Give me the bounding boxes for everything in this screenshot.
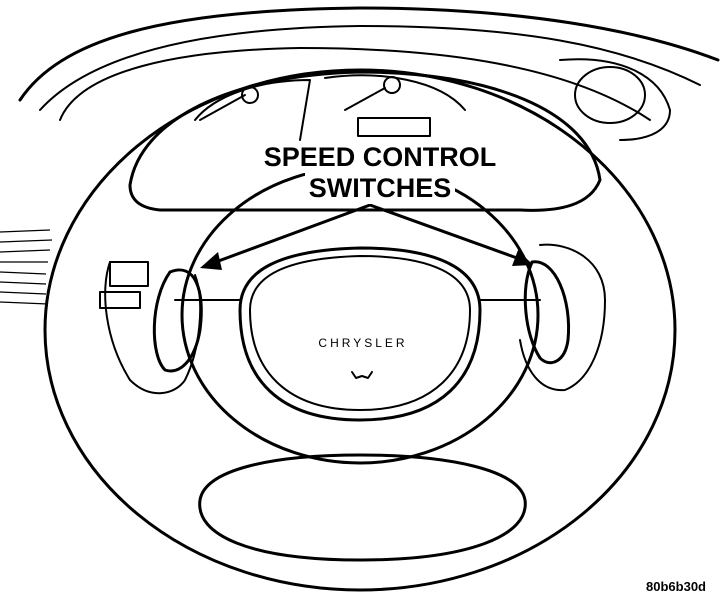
right-vent-icon [574,66,646,124]
bottom-spoke-pad [198,453,527,562]
figure-id: 80b6b30d [646,579,706,594]
dashboard-outer-rim [59,47,651,121]
dashboard-inner-edge [39,25,701,111]
airbag-hub-inner [249,255,471,411]
dashboard-right-pod [559,58,671,141]
wheel-outer-rim [43,68,677,592]
airbag-hub [238,246,482,422]
gauge-center [324,74,466,111]
right-speed-control-switch[interactable] [523,260,571,364]
callout-line-1: SPEED CONTROL [259,142,501,173]
callout-arrow-right [368,203,530,264]
left-speed-control-switch[interactable] [152,268,203,373]
callout-line-2: SWITCHES [304,173,456,204]
chrysler-emblem-icon [351,371,373,379]
right-spoke-pod [519,243,606,392]
left-needle-icon [199,94,246,121]
odometer-display [357,117,431,137]
speed-control-callout: SPEED CONTROL SWITCHES [250,142,510,204]
left-switch-button-upper[interactable] [109,261,149,287]
center-gauge-hub-icon [383,76,401,94]
left-switch-button-lower[interactable] [99,291,141,309]
hub-brand-text: CHRYSLER [318,336,408,350]
left-dash-vent-lines [0,229,53,305]
dashboard-upper-edge [18,6,720,102]
center-needle-icon [344,87,386,111]
callout-arrow-left [203,203,372,268]
arrow-head-right-icon [512,250,533,266]
gauge-left [194,79,311,141]
arrow-head-left-icon [200,252,222,270]
